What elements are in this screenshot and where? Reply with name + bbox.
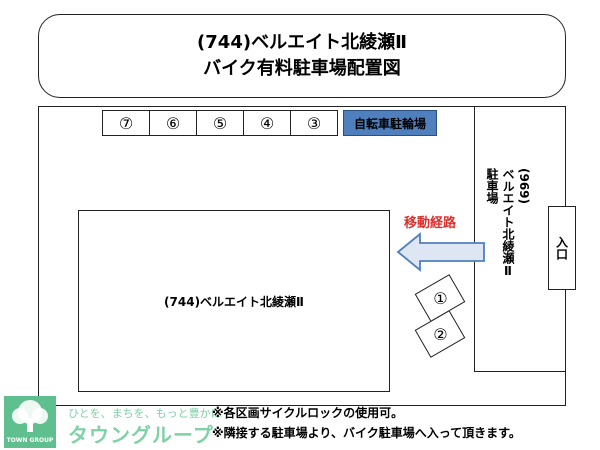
note-2: ※隣接する駐車場より、バイク駐車場へ入って頂きます。: [212, 426, 521, 440]
slot-6: ⑥: [149, 110, 197, 136]
company-logo: [4, 396, 56, 448]
entrance-label: 入口: [554, 236, 569, 260]
slot-7-label: ⑦: [118, 113, 134, 133]
slot-6-label: ⑥: [165, 113, 181, 133]
route-arrow-icon: [396, 232, 485, 272]
company-tagline: ひとを、まちを、もっと豊かに: [68, 407, 222, 420]
neighbor-parking-label: (969) ベルエイト北綾瀬Ⅱ 駐車場: [485, 168, 531, 278]
route-label: 移動経路: [404, 216, 457, 231]
moto-slot-2-label: ②: [432, 324, 448, 344]
title-line-2: バイク有料駐車場配置図: [203, 58, 401, 79]
main-building: (744)ベルエイト北綾瀬Ⅱ: [78, 210, 390, 392]
slot-5: ⑤: [196, 110, 244, 136]
slot-4: ④: [243, 110, 291, 136]
slot-3-label: ③: [306, 113, 322, 133]
logo-mark-text: TOWN GROUP: [6, 437, 54, 444]
slot-5-label: ⑤: [212, 113, 228, 133]
title-box: (744)ベルエイト北綾瀬Ⅱ バイク有料駐車場配置図: [38, 14, 566, 98]
slot-3: ③: [290, 110, 338, 136]
note-1: ※各区画サイクルロックの使用可。: [212, 406, 404, 420]
entrance-box: 入口: [548, 206, 576, 290]
slot-7: ⑦: [102, 110, 150, 136]
tree-icon: [12, 400, 48, 432]
title-line-1: (744)ベルエイト北綾瀬Ⅱ: [197, 32, 407, 53]
bicycle-parking-area: 自転車駐輪場: [343, 110, 437, 136]
main-building-label: (744)ベルエイト北綾瀬Ⅱ: [164, 294, 304, 309]
moto-slot-1-label: ①: [432, 288, 448, 308]
company-name: タウングループ: [68, 423, 214, 447]
slot-4-label: ④: [259, 113, 275, 133]
